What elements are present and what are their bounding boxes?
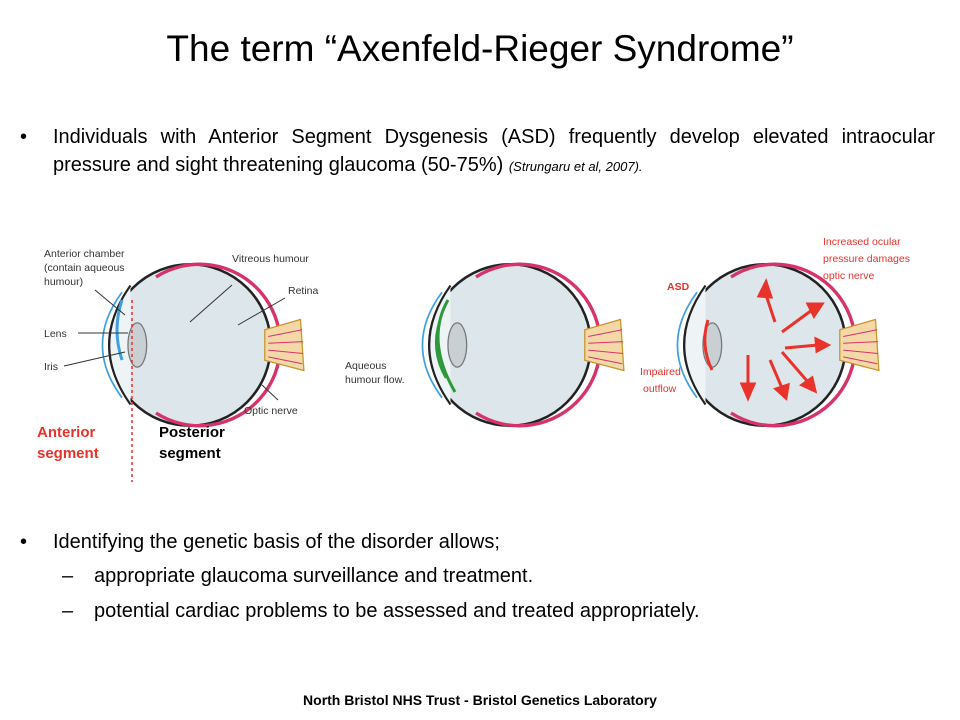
bullet-marker: • — [20, 531, 28, 553]
eye-diagram-normal: Anterior chamber (contain aqueous humour… — [37, 248, 319, 482]
iris-mark — [115, 299, 124, 361]
label-asd: ASD — [667, 281, 690, 293]
label-aqueous-2: humour flow. — [345, 374, 405, 386]
eye-diagram-asd: Increased ocular pressure damages optic … — [640, 236, 910, 428]
sub-item-text: potential cardiac problems to be assesse… — [94, 600, 700, 622]
label-iris: Iris — [44, 361, 58, 373]
label-pressure-3: optic nerve — [823, 270, 875, 282]
bullet-text: Identifying the genetic basis of the dis… — [53, 531, 500, 553]
anterior-segment-2: segment — [37, 445, 99, 462]
label-pressure-2: pressure damages — [823, 253, 910, 265]
bullet-asd-glaucoma: • Individuals with Anterior Segment Dysg… — [20, 123, 935, 181]
bullet-text: Individuals with Anterior Segment Dysgen… — [53, 126, 935, 176]
flow-arrow — [436, 299, 457, 393]
eye-diagram-aqueous-flow: Aqueous humour flow. — [345, 262, 626, 428]
bullet-genetic-basis: • Identifying the genetic basis of the d… — [20, 528, 500, 556]
label-optic-nerve: Optic nerve — [244, 405, 298, 417]
label-impaired-2: outflow — [643, 383, 677, 395]
sub-item-surveillance: –appropriate glaucoma surveillance and t… — [62, 562, 533, 590]
sub-item-cardiac: –potential cardiac problems to be assess… — [62, 597, 700, 625]
label-vitreous-humour: Vitreous humour — [232, 253, 309, 265]
label-aqueous-1: Aqueous — [345, 360, 386, 372]
dash-marker: – — [62, 600, 74, 622]
posterior-segment-1: Posterior — [159, 424, 225, 441]
label-lens: Lens — [44, 328, 67, 340]
label-anterior-chamber-3: humour) — [44, 276, 83, 288]
dash-marker: – — [62, 565, 74, 587]
pressure-arrows — [739, 278, 832, 402]
label-anterior-chamber-2: (contain aqueous — [44, 262, 125, 274]
label-anterior-chamber-1: Anterior chamber — [44, 248, 125, 260]
label-pressure-1: Increased ocular — [823, 236, 901, 248]
label-impaired-1: Impaired — [640, 366, 681, 378]
asd-mark — [703, 319, 714, 371]
slide-title: The term “Axenfeld-Rieger Syndrome” — [166, 28, 794, 69]
label-retina: Retina — [288, 285, 319, 297]
anterior-segment-1: Anterior — [37, 424, 96, 441]
bullet-marker: • — [20, 126, 28, 148]
posterior-segment-2: segment — [159, 445, 221, 462]
footer: North Bristol NHS Trust - Bristol Geneti… — [303, 692, 657, 708]
sub-item-text: appropriate glaucoma surveillance and tr… — [94, 565, 534, 587]
citation: (Strungaru et al, 2007). — [508, 159, 643, 174]
